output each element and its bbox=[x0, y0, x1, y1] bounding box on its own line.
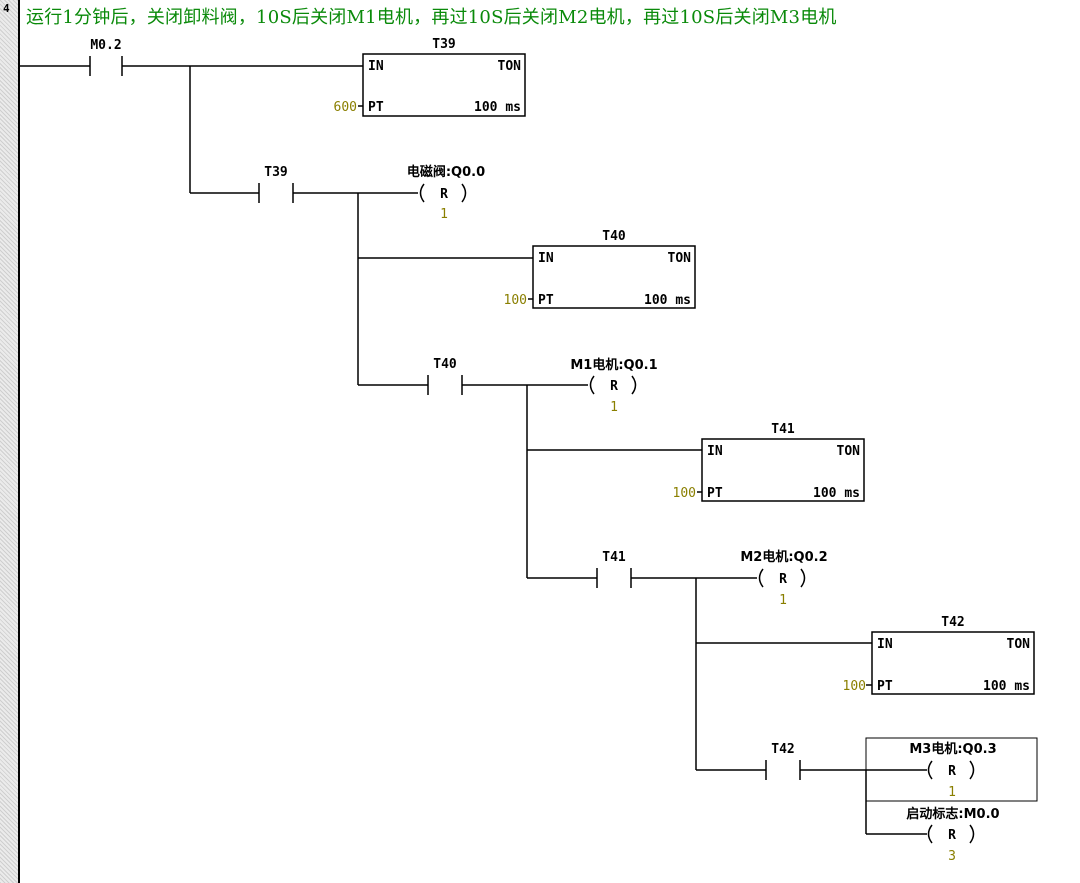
coil-op: R bbox=[440, 187, 448, 202]
timer-base: 100 ms bbox=[813, 486, 860, 501]
rung-number: 4 bbox=[3, 2, 10, 15]
contact-label: M0.2 bbox=[90, 38, 121, 53]
coil-q0-1[interactable]: M1电机:Q0.1 R 1 bbox=[570, 357, 657, 415]
coil-q0-3[interactable]: M3电机:Q0.3 R 1 bbox=[909, 741, 996, 800]
timer-pt-label: PT bbox=[877, 679, 893, 694]
timer-preset-value[interactable]: 100 bbox=[673, 486, 696, 501]
timer-t42[interactable]: T42 IN TON PT 100 ms 100 bbox=[843, 615, 1035, 695]
timer-name: T39 bbox=[432, 37, 455, 52]
contact-t39[interactable]: T39 bbox=[258, 165, 294, 203]
timer-type: TON bbox=[1007, 637, 1031, 652]
coil-label: M2电机:Q0.2 bbox=[740, 549, 827, 565]
contact-label: T40 bbox=[433, 357, 457, 372]
timer-type: TON bbox=[668, 251, 692, 266]
contact-t41[interactable]: T41 bbox=[596, 550, 632, 588]
timer-name: T41 bbox=[771, 422, 795, 437]
contact-m0-2[interactable]: M0.2 bbox=[89, 38, 123, 76]
coil-count[interactable]: 1 bbox=[610, 400, 618, 415]
timer-type: TON bbox=[498, 59, 522, 74]
timer-preset-value[interactable]: 100 bbox=[504, 293, 527, 308]
contact-label: T39 bbox=[264, 165, 287, 180]
coil-q0-0[interactable]: 电磁阀:Q0.0 R 1 bbox=[407, 164, 485, 222]
coil-count[interactable]: 1 bbox=[948, 785, 956, 800]
coil-label: 电磁阀:Q0.0 bbox=[407, 164, 485, 180]
rung-comment[interactable]: 运行1分钟后，关闭卸料阀，10S后关闭M1电机，再过10S后关闭M2电机，再过1… bbox=[26, 7, 837, 28]
coil-label: M1电机:Q0.1 bbox=[570, 357, 657, 373]
timer-pt-label: PT bbox=[368, 100, 384, 115]
power-rail bbox=[18, 0, 20, 883]
timer-name: T42 bbox=[941, 615, 964, 630]
coil-op: R bbox=[948, 764, 956, 779]
contact-t40[interactable]: T40 bbox=[427, 357, 463, 395]
timer-pt-label: PT bbox=[538, 293, 554, 308]
timer-in-label: IN bbox=[538, 251, 554, 266]
coil-count[interactable]: 3 bbox=[948, 849, 956, 864]
contact-label: T42 bbox=[771, 742, 794, 757]
timer-base: 100 ms bbox=[644, 293, 691, 308]
selection-box bbox=[865, 737, 1038, 802]
timer-preset-value[interactable]: 600 bbox=[334, 100, 357, 115]
coil-m0-0[interactable]: 启动标志:M0.0 R 3 bbox=[906, 806, 999, 864]
coil-count[interactable]: 1 bbox=[440, 207, 448, 222]
coil-count[interactable]: 1 bbox=[779, 593, 787, 608]
coil-label: M3电机:Q0.3 bbox=[909, 741, 996, 757]
timer-pt-label: PT bbox=[707, 486, 723, 501]
timer-t41[interactable]: T41 IN TON PT 100 ms 100 bbox=[673, 422, 865, 502]
timer-t39[interactable]: T39 IN TON PT 100 ms 600 bbox=[334, 37, 526, 117]
timer-in-label: IN bbox=[368, 59, 384, 74]
timer-base: 100 ms bbox=[983, 679, 1030, 694]
timer-in-label: IN bbox=[707, 444, 723, 459]
coil-label: 启动标志:M0.0 bbox=[906, 806, 999, 822]
timer-preset-value[interactable]: 100 bbox=[843, 679, 866, 694]
left-gutter bbox=[0, 0, 18, 883]
timer-in-label: IN bbox=[877, 637, 893, 652]
contact-label: T41 bbox=[602, 550, 626, 565]
timer-base: 100 ms bbox=[474, 100, 521, 115]
timer-t40[interactable]: T40 IN TON PT 100 ms 100 bbox=[504, 229, 696, 309]
coil-op: R bbox=[948, 828, 956, 843]
coil-op: R bbox=[610, 379, 618, 394]
timer-name: T40 bbox=[602, 229, 626, 244]
timer-type: TON bbox=[837, 444, 861, 459]
contact-t42[interactable]: T42 bbox=[765, 742, 801, 780]
coil-q0-2[interactable]: M2电机:Q0.2 R 1 bbox=[740, 549, 827, 608]
coil-op: R bbox=[779, 572, 787, 587]
